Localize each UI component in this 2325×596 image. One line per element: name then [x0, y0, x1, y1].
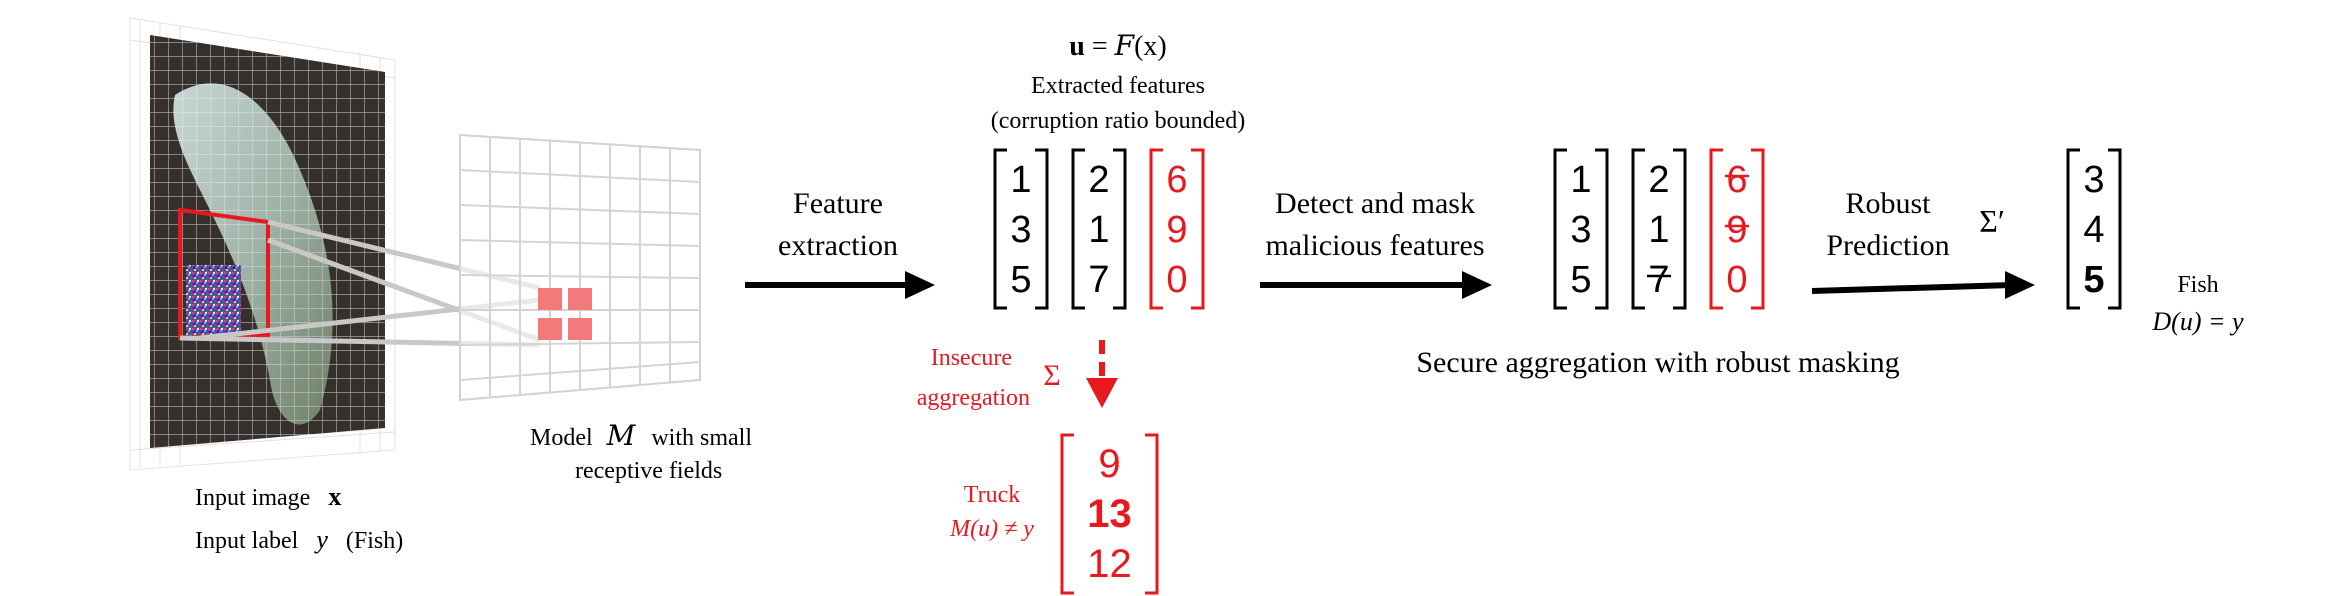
detect-arrowhead	[1462, 271, 1492, 299]
input-label-caption: Input label y (Fish)	[195, 525, 403, 554]
insecure-col-0-value-1: 13	[1087, 492, 1132, 536]
masked-col-2-left-bracket	[1709, 148, 1723, 310]
feature-col-1-left-bracket	[1071, 148, 1085, 310]
detect-label-2: malicious features	[1265, 229, 1484, 262]
feature-col-2-left-bracket	[1149, 148, 1163, 310]
model-caption-line1: Model M with small	[530, 419, 752, 452]
insecure-class-label: Truck	[964, 482, 1020, 508]
feature-col-0-right-bracket	[1035, 148, 1049, 310]
detect-label-1: Detect and mask	[1275, 187, 1475, 220]
insecure-aggregation-branch: Insecure aggregation Σ Truck M(u) ≠ y	[917, 340, 1118, 542]
features-subtitle: (corruption ratio bounded)	[991, 108, 1246, 134]
secure-aggregation-caption: Secure aggregation with robust masking	[1416, 346, 1899, 379]
masked-col-0-value-1: 3	[1570, 209, 1591, 251]
model-grid	[459, 133, 701, 402]
insecure-label-2: aggregation	[917, 385, 1030, 411]
feature-col-2-value-0: 6	[1166, 159, 1187, 201]
feature-col-2-value-1: 9	[1166, 209, 1187, 251]
robust-sigma-prime: Σ′	[1979, 203, 2005, 239]
feature-col-2-value-2: 0	[1166, 259, 1187, 301]
robust-col-0-value-1: 4	[2083, 209, 2104, 251]
feature-col-2-right-bracket	[1191, 148, 1205, 310]
insecure-col-0-value-2: 12	[1087, 542, 1132, 586]
insecure-col-0-value-0: 9	[1098, 442, 1120, 486]
input-image-caption: Input image x	[195, 482, 341, 511]
model-symbol: M	[606, 419, 637, 452]
insecure-sigma: Σ	[1043, 359, 1060, 392]
robust-arrowhead	[2005, 271, 2035, 299]
insecure-col-0-left-bracket	[1060, 433, 1074, 595]
adversarial-patch	[186, 265, 241, 337]
extracted-features-header: u = F(x) Extracted features (corruption …	[991, 29, 1246, 134]
feature-col-1-right-bracket	[1113, 148, 1127, 310]
feature-col-0-value-1: 3	[1010, 209, 1031, 251]
insecure-arrowhead	[1086, 378, 1118, 408]
features-equation: u = F(x)	[1069, 29, 1166, 62]
feature-extraction-step: Feature extraction	[745, 187, 935, 299]
receptive-field-box	[178, 207, 270, 341]
detect-mask-step: Detect and mask malicious features	[1260, 187, 1492, 299]
robust-col-0-value-0: 3	[2083, 159, 2104, 201]
robust-label-1: Robust	[1845, 187, 1931, 220]
masked-col-1-right-bracket	[1673, 148, 1687, 310]
model-activated-cells	[538, 288, 592, 340]
masked-col-2-value-1: 9	[1726, 209, 1747, 251]
masked-col-1-value-0: 2	[1648, 159, 1669, 201]
feature-col-1-value-2: 7	[1088, 259, 1109, 301]
feature-col-0-value-2: 5	[1010, 259, 1031, 301]
robust-col-0-value-2: 5	[2083, 259, 2104, 301]
masked-col-0-value-2: 5	[1570, 259, 1591, 301]
insecure-col-0-right-bracket	[1145, 433, 1159, 595]
robust-output-vector: 3 4 5	[2066, 148, 2122, 310]
input-image-symbol: x	[328, 482, 341, 511]
feature-extraction-label-2: extraction	[778, 229, 898, 262]
feature-col-0-value-0: 1	[1010, 159, 1031, 201]
robust-class-label: Fish	[2177, 272, 2218, 298]
masked-col-0-left-bracket	[1553, 148, 1567, 310]
feature-col-0-left-bracket	[993, 148, 1007, 310]
insecure-equation: M(u) ≠ y	[949, 516, 1034, 542]
robust-prediction-step: Robust Prediction Σ′	[1811, 187, 2035, 299]
extracted-features-matrix: 1 3 5 2 1 7 6 9 0	[993, 148, 1205, 310]
masked-col-1-value-1: 1	[1648, 209, 1669, 251]
feature-col-1-value-0: 2	[1088, 159, 1109, 201]
feature-extraction-arrowhead	[905, 271, 935, 299]
input-label-class: (Fish)	[346, 528, 403, 554]
masked-col-1-value-2: 7	[1648, 259, 1669, 301]
robust-equation: D(u) = y	[2151, 307, 2244, 336]
insecure-label-1: Insecure	[931, 345, 1012, 371]
features-title: Extracted features	[1031, 73, 1205, 99]
masked-col-2-value-0: 6	[1726, 159, 1747, 201]
masked-col-2-value-2: 0	[1726, 259, 1747, 301]
feature-extraction-label-1: Feature	[793, 187, 883, 220]
robust-col-0-right-bracket	[2108, 148, 2122, 310]
robust-arrow	[1811, 282, 2013, 294]
robust-col-0-left-bracket	[2066, 148, 2080, 310]
input-label-symbol: y	[313, 525, 328, 554]
masked-features-matrix: 1 3 5 2 1 7 6 9 0	[1553, 148, 1765, 310]
model-caption-line2: receptive fields	[575, 458, 722, 484]
masked-col-1-left-bracket	[1631, 148, 1645, 310]
masked-col-0-right-bracket	[1595, 148, 1609, 310]
masked-col-0-value-0: 1	[1570, 159, 1591, 201]
robust-label-2: Prediction	[1826, 229, 1949, 262]
masked-col-2-right-bracket	[1751, 148, 1765, 310]
insecure-output-vector: 9 13 12	[1060, 433, 1159, 595]
feature-col-1-value-1: 1	[1088, 209, 1109, 251]
